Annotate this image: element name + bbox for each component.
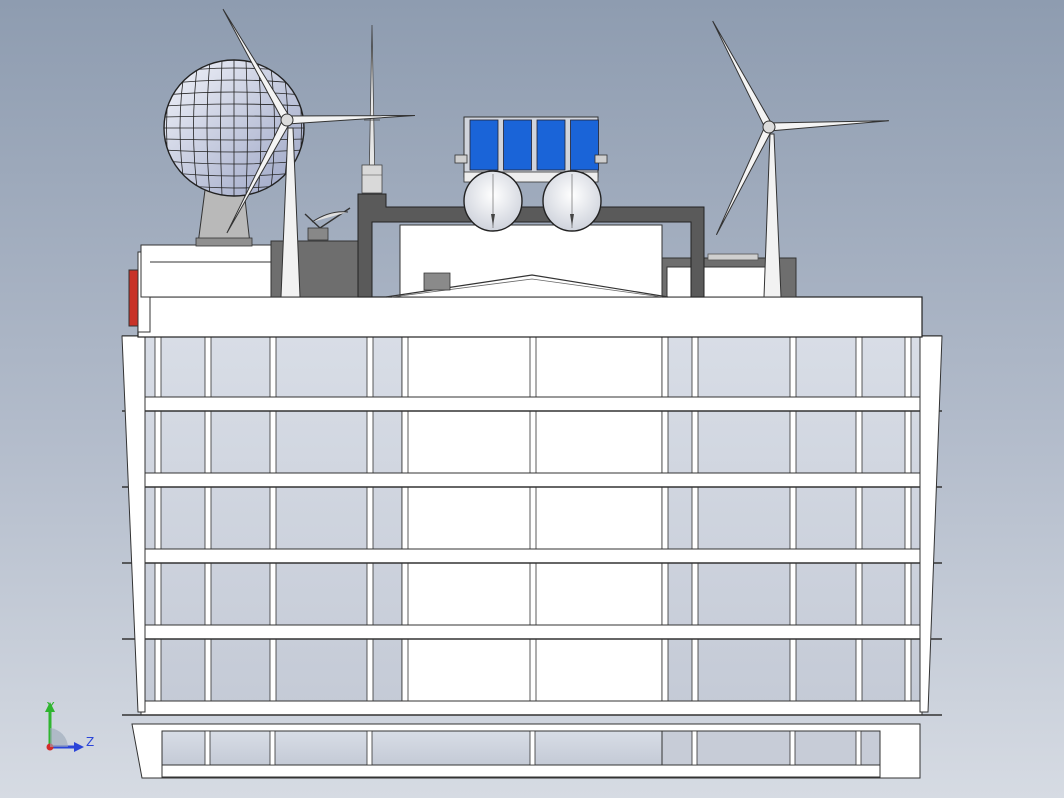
mullion — [401, 335, 409, 713]
building-body — [121, 251, 943, 779]
axis-triad: Y Z — [45, 700, 94, 752]
mullion — [789, 335, 797, 713]
turbine-blade — [286, 115, 415, 125]
mullion — [691, 335, 699, 713]
roof-equipment — [140, 8, 889, 298]
mullion — [269, 335, 277, 713]
mullion — [366, 335, 374, 713]
axis-y-label: Y — [46, 700, 55, 714]
ground-mullion — [529, 730, 536, 766]
wind-turbine-right — [712, 20, 889, 298]
dome-parallel — [164, 103, 304, 107]
floor-slab — [140, 396, 923, 412]
mullion-columns — [154, 335, 912, 713]
mullion — [529, 335, 537, 713]
floor-slabs — [122, 335, 942, 716]
floor-slab — [140, 700, 923, 716]
ground-mullion — [855, 730, 862, 766]
floor-slab — [140, 624, 923, 640]
solar-cell — [503, 119, 532, 171]
turbine-blade — [712, 20, 774, 130]
floor-slab — [140, 472, 923, 488]
ground-mullion — [366, 730, 373, 766]
turbine-blade — [715, 124, 774, 236]
solar-cell — [469, 119, 499, 171]
small-roof-dish — [304, 207, 351, 241]
ground-mullion — [789, 730, 796, 766]
gantry-frame — [357, 193, 705, 298]
dome-parallel — [164, 91, 304, 96]
mullion — [661, 335, 669, 713]
axis-z-label: Z — [86, 735, 94, 749]
turbine-blade — [768, 120, 889, 132]
mullion — [904, 335, 912, 713]
antenna-mast — [361, 24, 383, 194]
side-fins — [121, 335, 943, 713]
ground-mullion — [269, 730, 276, 766]
left-plant-room — [140, 244, 274, 298]
solar-cell — [536, 119, 566, 171]
wind-turbine-left — [222, 8, 415, 298]
mullion — [855, 335, 863, 713]
dome-meridian — [306, 60, 315, 196]
mullion — [204, 335, 212, 713]
ground-mullion — [691, 730, 698, 766]
ground-floor — [131, 723, 921, 779]
dome-meridian — [153, 60, 162, 196]
mullion — [154, 335, 162, 713]
roof-slab — [137, 296, 923, 338]
solar-cell — [570, 119, 599, 171]
ground-mullion — [204, 730, 211, 766]
satellite-dishes — [463, 170, 602, 232]
floor-slab — [140, 548, 923, 564]
solar-panel — [454, 116, 608, 183]
